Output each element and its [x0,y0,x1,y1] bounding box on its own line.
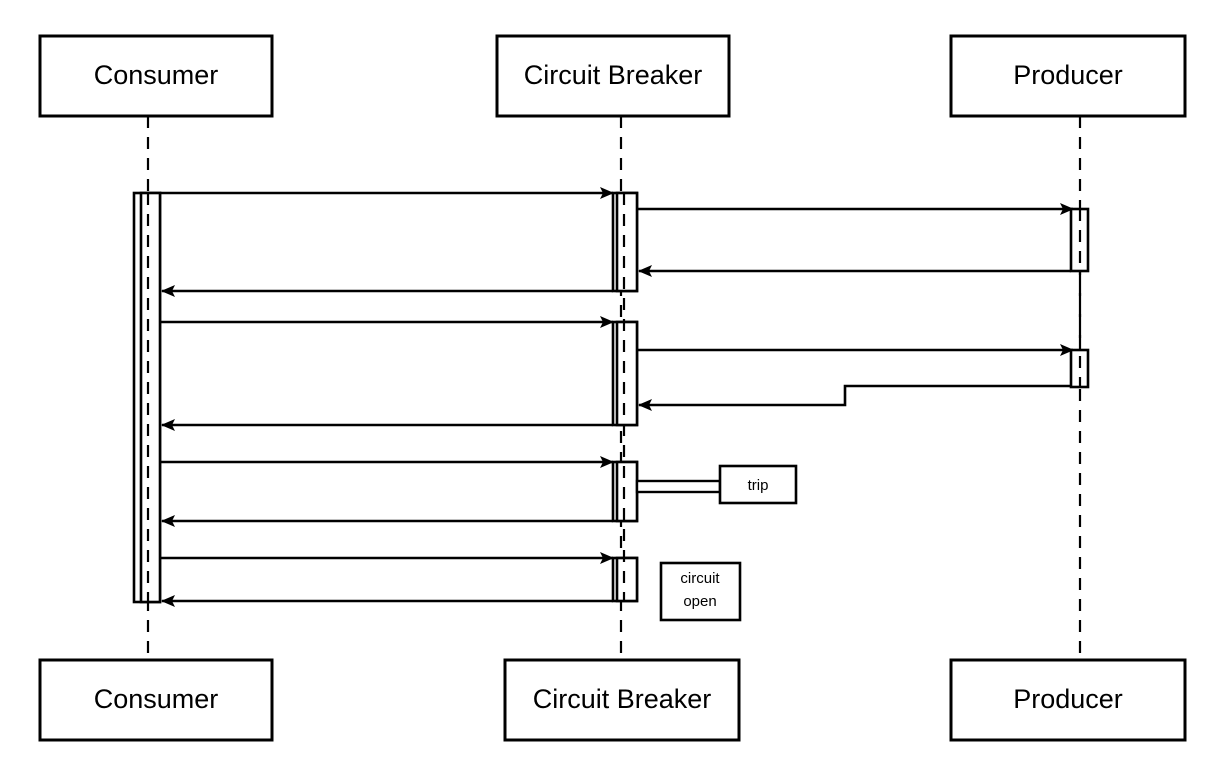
activation-bar-circuit-breaker-4-inner [615,556,639,603]
participant-foot-box-consumer[interactable] [38,658,274,742]
participant-foot-box-circuit-breaker[interactable] [503,658,741,742]
note-box-trip [718,464,798,505]
activation-bar-circuit-breaker-1-inner [615,191,639,293]
messages-group [160,187,1074,607]
participant-foot-label-consumer: Consumer [94,684,219,714]
participant-head-label-consumer: Consumer [94,60,219,90]
activation-bar-consumer-inner [139,191,162,604]
participant-foot-label-circuit-breaker: Circuit Breaker [533,684,712,714]
note-box-circuit-open [659,561,742,622]
participant-head-box-consumer[interactable] [38,34,274,118]
note-label-circuit-open-line2: open [683,593,716,610]
participant-foot-box-producer[interactable] [949,658,1187,742]
note-label-circuit-open-line1: circuit [680,570,720,587]
participant-foot-label-producer: Producer [1013,684,1123,714]
activation-bar-circuit-breaker-3-inner [615,460,639,523]
participant-head-box-circuit-breaker[interactable] [495,34,731,118]
note-connector-trip [635,479,722,494]
activation-bar-circuit-breaker-2-inner [615,320,639,427]
participant-heads-group: Consumer Circuit Breaker Producer [38,34,1187,118]
message-arrow-m7-stepped [638,384,1071,411]
activations-group [132,191,1090,604]
participant-head-label-circuit-breaker: Circuit Breaker [524,60,703,90]
lifeline-overlay-group [146,193,1082,602]
notes-group: trip circuit open [635,464,798,622]
participant-head-box-producer[interactable] [949,34,1187,118]
participant-feet-group: Consumer Circuit Breaker Producer [38,658,1187,742]
note-label-trip: trip [748,477,769,494]
participant-head-label-producer: Producer [1013,60,1123,90]
